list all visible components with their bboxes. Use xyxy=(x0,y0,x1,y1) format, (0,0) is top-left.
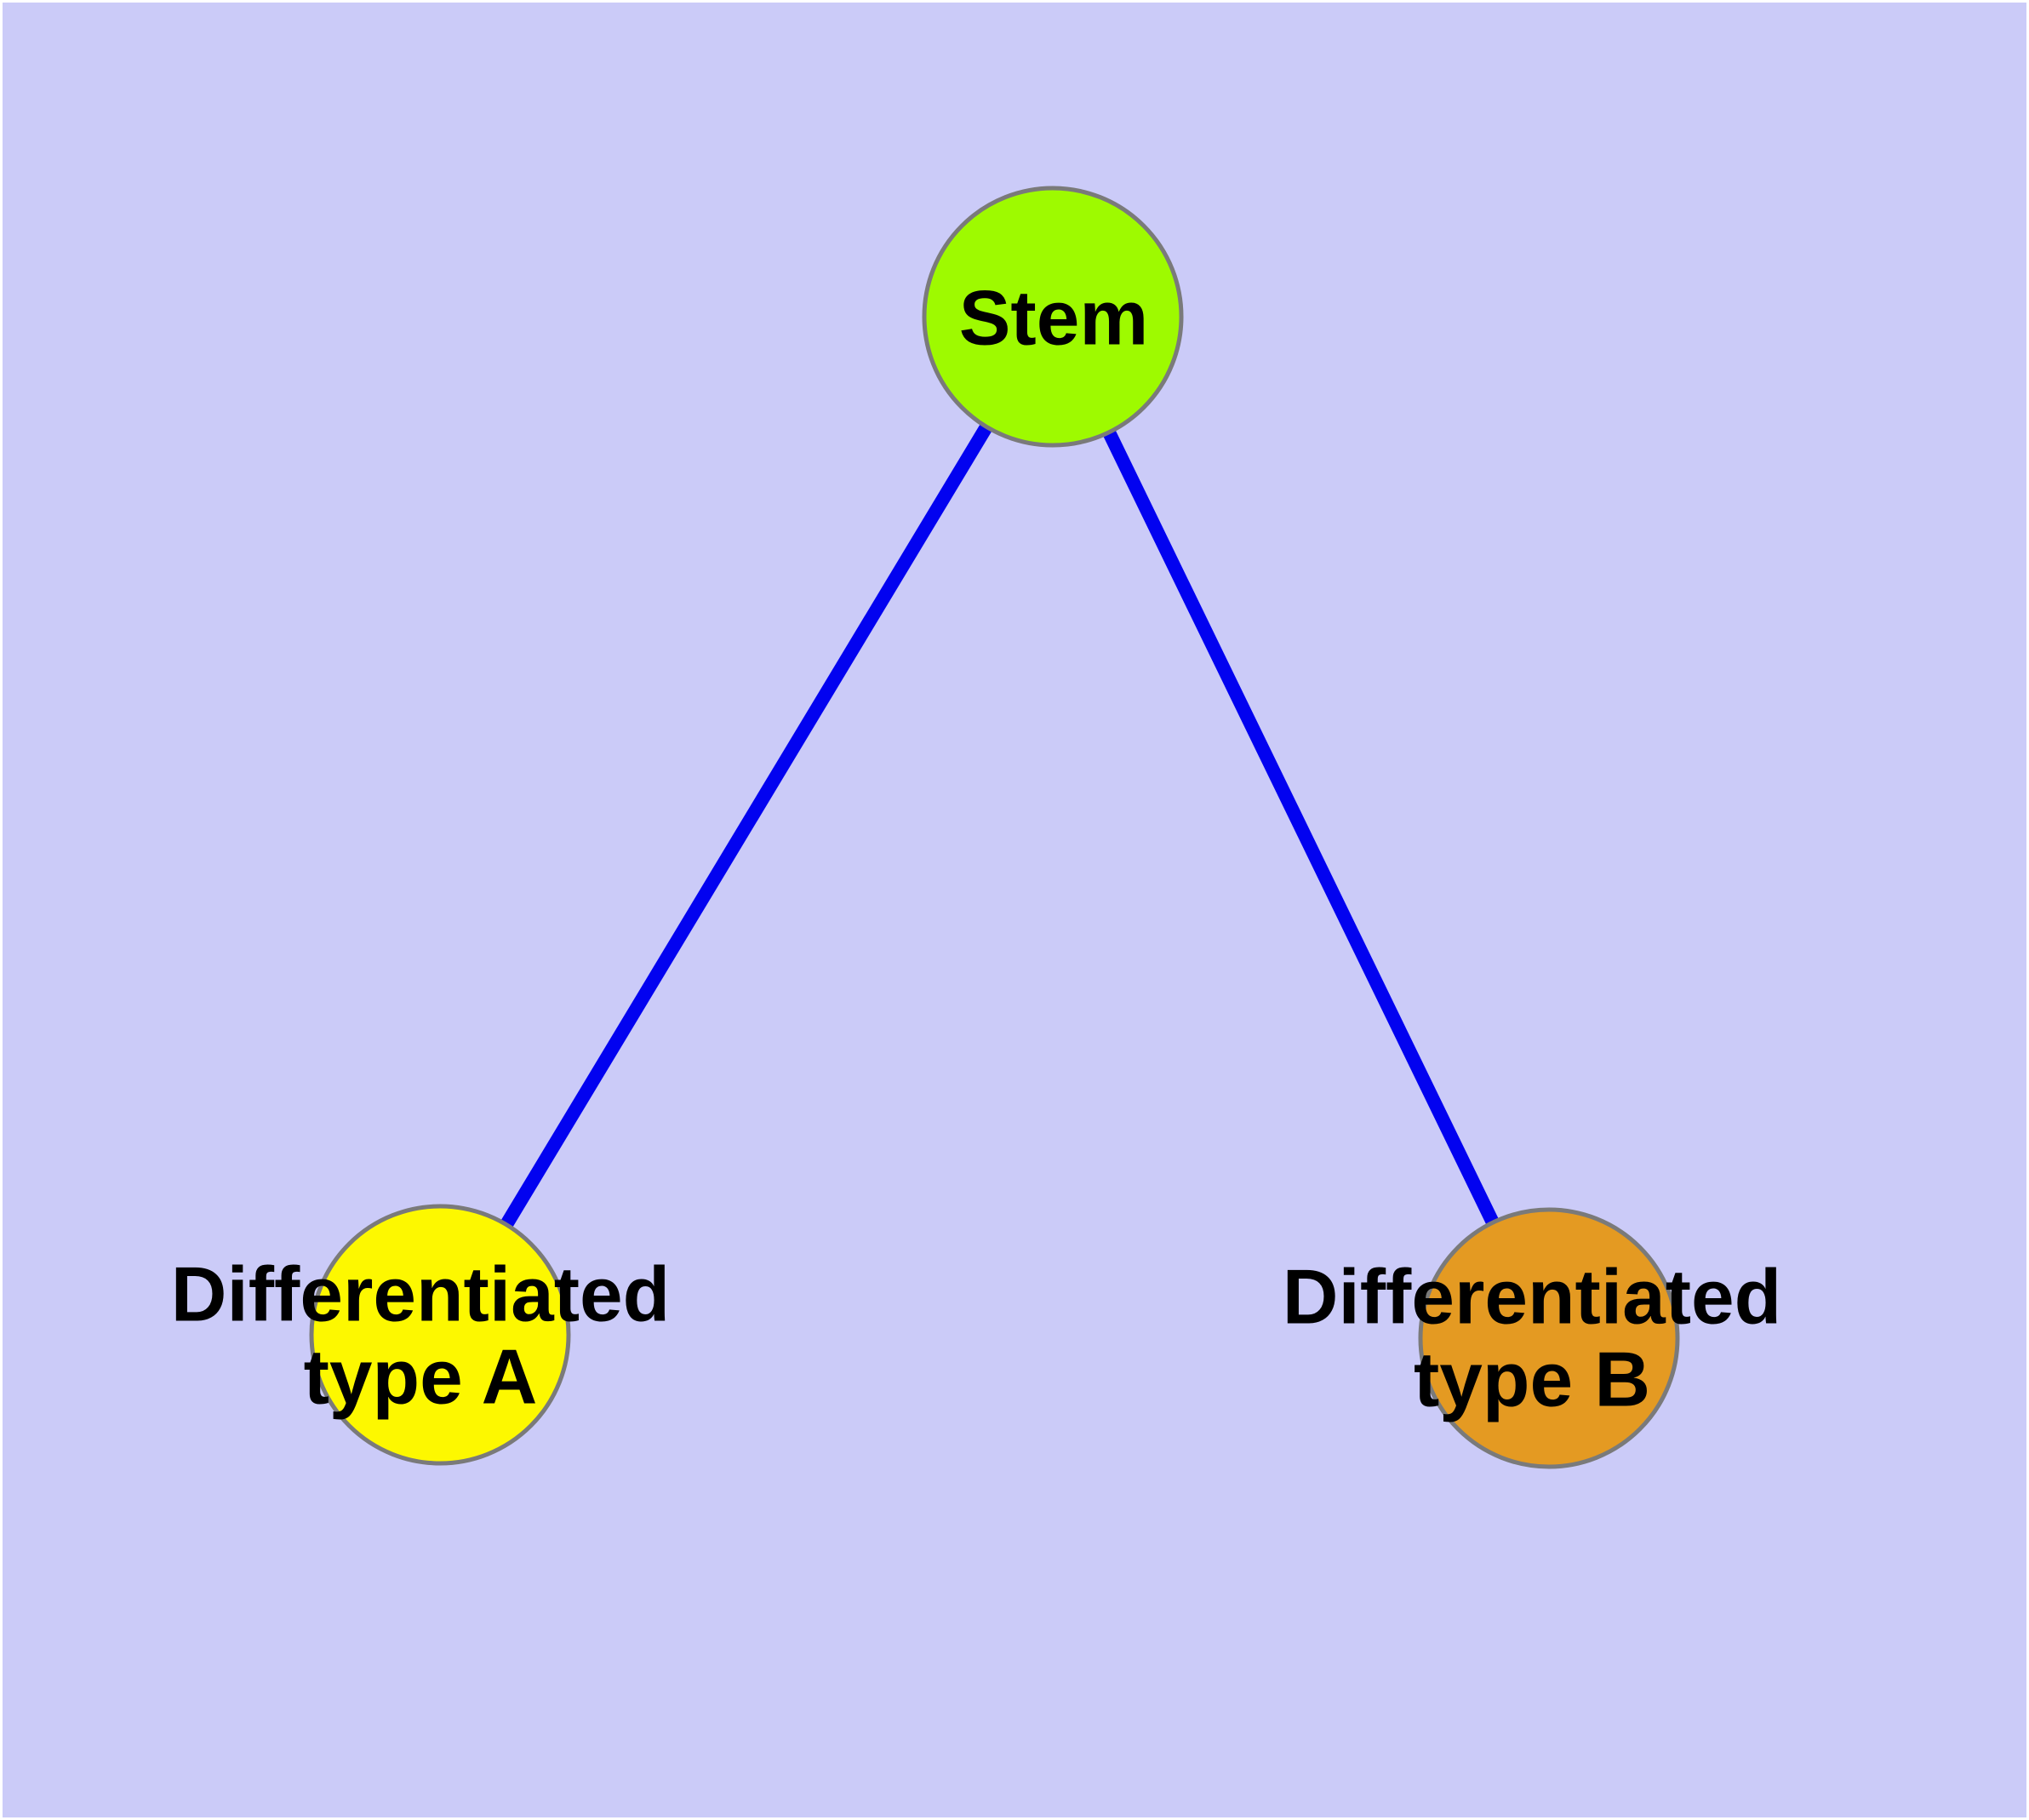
node-type-b-label-line1: Differentiated xyxy=(1282,1254,1782,1341)
edge-stem-to-type-b xyxy=(1046,313,1556,1342)
node-stem xyxy=(922,186,1184,448)
edge-stem-to-type-a xyxy=(434,312,1059,1339)
node-type-a-label: Differentiated type A xyxy=(170,1251,671,1421)
node-type-a-label-line2: type A xyxy=(303,1335,538,1421)
node-differentiated-type-b xyxy=(1418,1207,1680,1469)
node-stem-label: Stem xyxy=(958,275,1149,362)
node-type-b-label: Differentiated type B xyxy=(1283,1256,1782,1422)
node-differentiated-type-a xyxy=(309,1204,571,1466)
node-type-a-label-line1: Differentiated xyxy=(170,1251,671,1338)
node-type-b-label-line2: type B xyxy=(1413,1337,1651,1423)
